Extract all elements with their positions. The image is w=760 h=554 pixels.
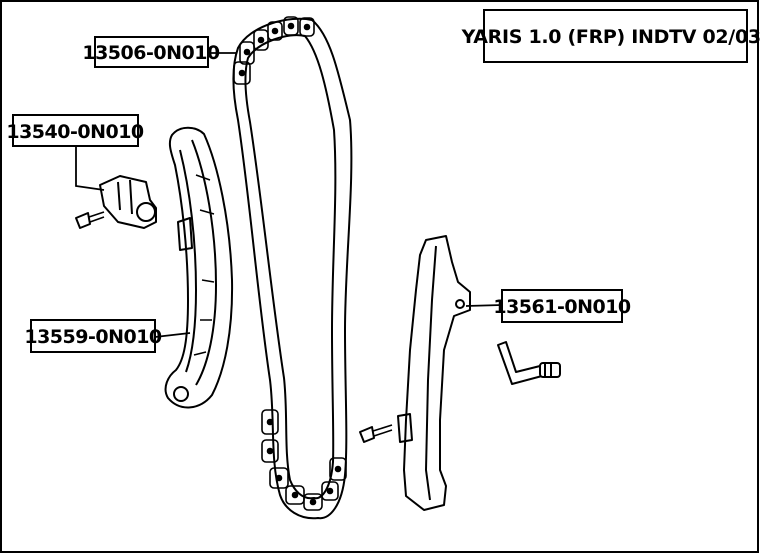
label-tensioner: 13540-0N010: [6, 114, 144, 147]
part-number-tensioner-slipper: 13559-0N010: [24, 326, 162, 348]
oil-jet-pipe: [497, 341, 561, 385]
chain-guide: [359, 235, 471, 511]
part-number-chain-guide: 13561-0N010: [493, 296, 631, 318]
label-chain: 13506-0N010: [82, 36, 220, 68]
timing-chain: [232, 16, 353, 520]
label-chain-guide: 13561-0N010: [493, 289, 631, 323]
tensioner: [75, 175, 157, 229]
tensioner-slipper: [164, 126, 234, 409]
label-tensioner-slipper: 13559-0N010: [24, 319, 162, 353]
leader-lines: [75, 52, 503, 338]
part-number-chain: 13506-0N010: [82, 42, 220, 64]
diagram-title: YARIS 1.0 (FRP) INDTV 02/03-: [461, 26, 760, 48]
part-number-tensioner: 13540-0N010: [6, 121, 144, 143]
title-box: YARIS 1.0 (FRP) INDTV 02/03-: [461, 9, 760, 63]
